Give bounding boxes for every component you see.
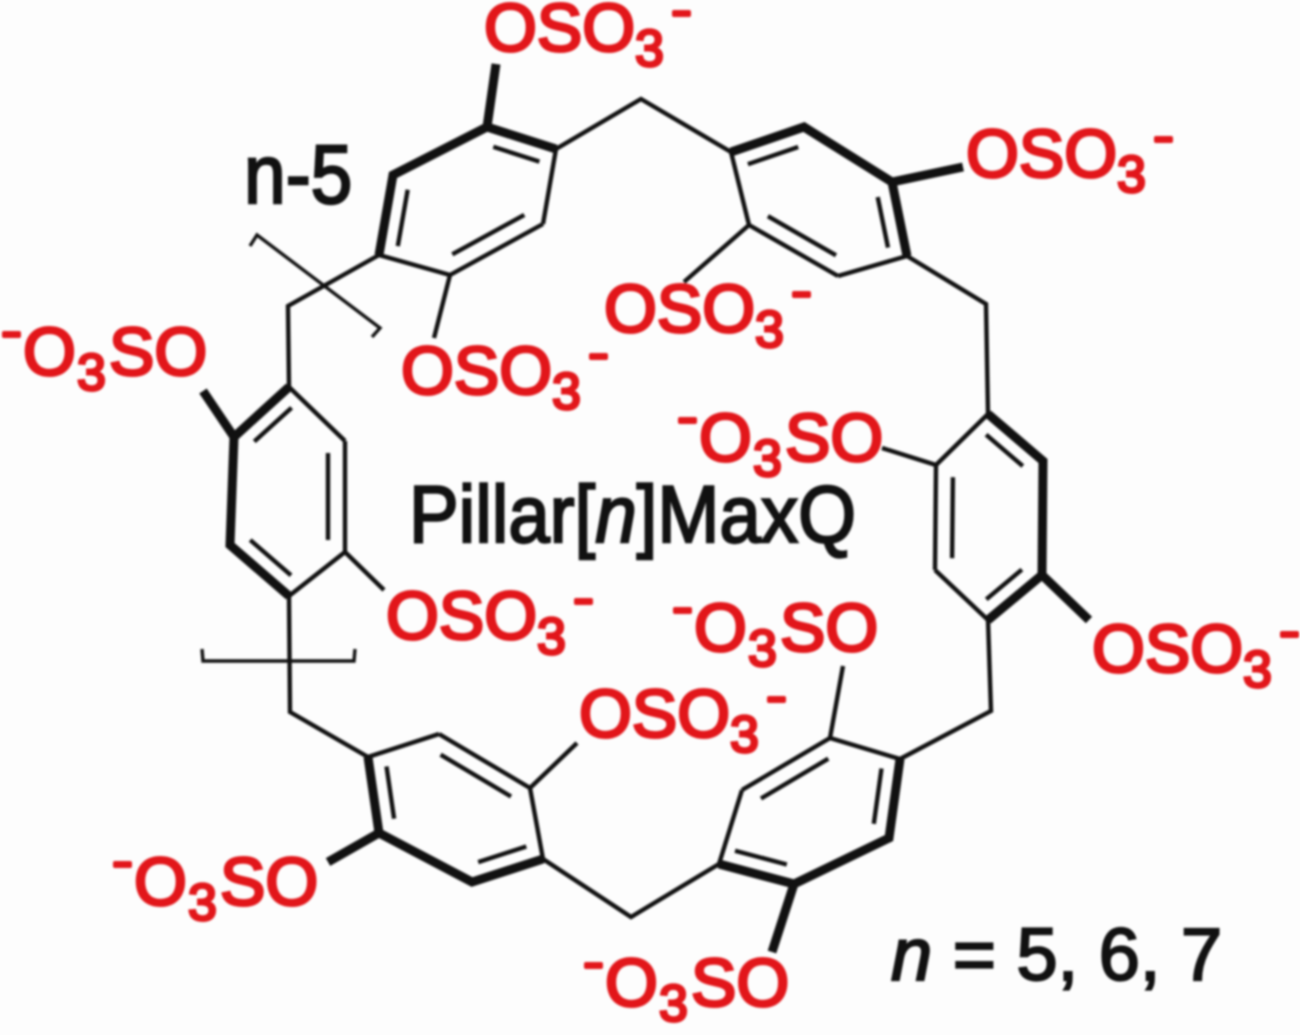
svg-text:O: O — [699, 400, 752, 476]
svg-text:OSO: OSO — [484, 0, 635, 66]
svg-text:OSO: OSO — [579, 676, 730, 752]
svg-text:O: O — [23, 314, 76, 390]
svg-text:3: 3 — [659, 975, 688, 1033]
svg-text:3: 3 — [753, 430, 782, 488]
svg-text:OSO: OSO — [1092, 611, 1243, 687]
svg-text:O: O — [694, 590, 747, 666]
svg-text:SO: SO — [220, 844, 318, 920]
svg-text:3: 3 — [188, 874, 217, 932]
svg-text:3: 3 — [748, 620, 777, 678]
svg-text:SO: SO — [109, 314, 207, 390]
svg-text:3: 3 — [755, 301, 784, 359]
svg-text:3: 3 — [1117, 146, 1146, 204]
svg-text:n-5: n-5 — [244, 127, 352, 221]
svg-text:OSO: OSO — [401, 333, 552, 409]
svg-text:n = 5, 6, 7: n = 5, 6, 7 — [891, 913, 1222, 996]
svg-text:SO: SO — [691, 945, 789, 1021]
svg-text:3: 3 — [635, 20, 664, 78]
svg-text:Pillar[n]MaxQ: Pillar[n]MaxQ — [409, 470, 856, 559]
svg-text:3: 3 — [537, 608, 566, 666]
svg-text:OSO: OSO — [604, 271, 755, 347]
svg-text:SO: SO — [785, 400, 883, 476]
svg-text:3: 3 — [552, 363, 581, 421]
svg-text:3: 3 — [1243, 641, 1272, 699]
svg-text:O: O — [605, 945, 658, 1021]
svg-text:SO: SO — [780, 590, 878, 666]
svg-text:OSO: OSO — [386, 578, 537, 654]
svg-text:OSO: OSO — [966, 116, 1117, 192]
svg-text:O: O — [134, 844, 187, 920]
svg-text:3: 3 — [730, 706, 759, 764]
svg-text:3: 3 — [77, 344, 106, 402]
